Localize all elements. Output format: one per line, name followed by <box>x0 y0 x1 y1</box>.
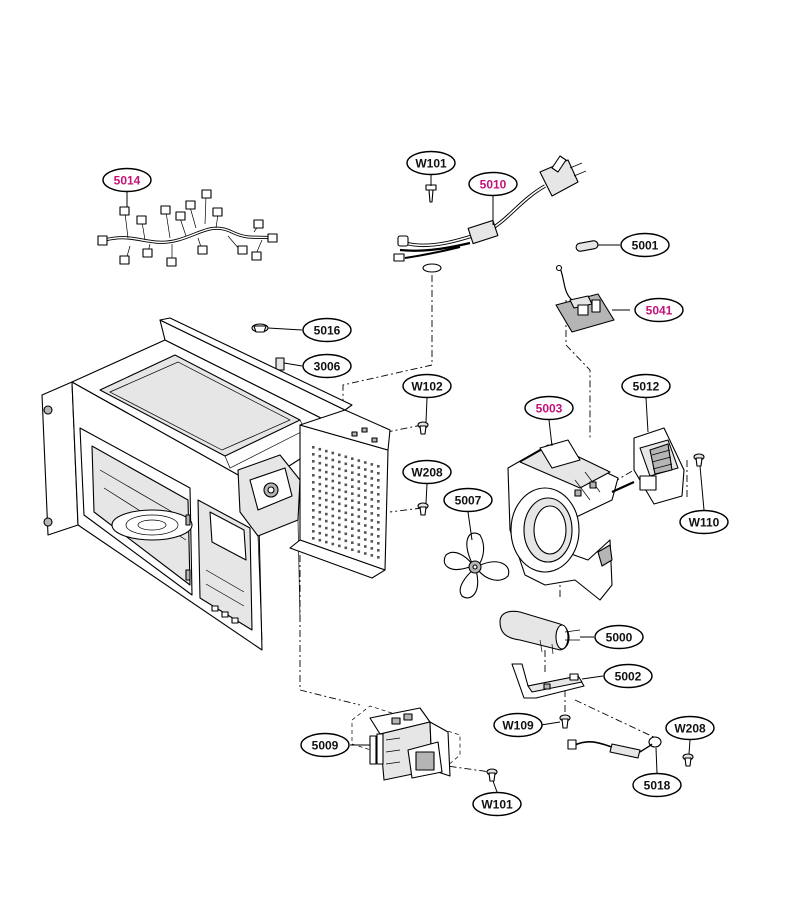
callout-5003: 5003 <box>524 395 574 421</box>
callout-bubble <box>665 715 715 741</box>
callout-5041: 5041 <box>634 297 684 323</box>
callout-text: 5018 <box>644 779 671 793</box>
callout-text: 3006 <box>314 360 341 374</box>
callout-bubble <box>472 791 522 817</box>
callout-text: W101 <box>415 157 447 171</box>
callout-bubble <box>300 732 350 758</box>
capacitor-5000 <box>499 610 581 655</box>
callout-bubble <box>402 459 452 485</box>
callout-text: 5014 <box>114 174 141 188</box>
callout-5010: 5010 <box>468 171 518 197</box>
callout-bubble <box>524 395 574 421</box>
callout-5018: 5018 <box>632 772 682 798</box>
callout-bubble <box>634 297 684 323</box>
callout-W208-low: W208 <box>665 715 715 741</box>
callout-text: 5041 <box>646 304 673 318</box>
callout-bubble <box>620 232 670 258</box>
callout-bubble <box>302 317 352 343</box>
vent-holes <box>312 446 380 559</box>
callout-bubble <box>621 373 671 399</box>
callout-text: W110 <box>689 516 720 530</box>
callout-5014: 5014 <box>102 167 152 193</box>
callout-W102: W102 <box>402 373 452 399</box>
callout-5000: 5000 <box>594 624 644 650</box>
oven-cavity-chassis <box>41 317 391 651</box>
callout-labels: 5014W10150105001504150163006W10250035012… <box>102 150 729 817</box>
leader-lines <box>126 175 705 793</box>
callout-text: W102 <box>411 380 443 394</box>
thermal-cutout-5016 <box>251 323 269 333</box>
callout-text: 5012 <box>633 380 660 394</box>
callout-bubble <box>302 353 352 379</box>
screw-w208-mid-icon <box>417 502 429 516</box>
power-cord-5010 <box>393 155 587 273</box>
callout-W208-mid: W208 <box>402 459 452 485</box>
callout-5012: 5012 <box>621 373 671 399</box>
callout-bubble <box>603 663 653 689</box>
callout-bubble <box>594 624 644 650</box>
callout-W109: W109 <box>493 712 543 738</box>
fan-blade-5007 <box>443 532 510 599</box>
callout-text: W109 <box>502 719 534 733</box>
noise-filter-board-5041 <box>555 264 615 333</box>
callout-W101-bottom: W101 <box>472 791 522 817</box>
high-voltage-transformer-5012 <box>611 427 685 505</box>
callout-text: 5009 <box>312 739 339 753</box>
callout-text: 5001 <box>632 239 659 253</box>
callout-bubble <box>102 167 152 193</box>
micro-switch-3006 <box>275 357 285 371</box>
callout-text: 5000 <box>606 631 633 645</box>
callout-text: 5002 <box>615 670 642 684</box>
screw-w102-icon <box>417 421 429 435</box>
callout-bubble <box>402 373 452 399</box>
fuse-5001 <box>575 240 599 252</box>
magnetron-5009 <box>351 705 461 781</box>
callout-5009: 5009 <box>300 732 350 758</box>
callout-5016: 5016 <box>302 317 352 343</box>
screw-w208-low-icon <box>682 753 694 767</box>
callout-W110: W110 <box>679 509 729 535</box>
callout-W101-top: W101 <box>406 150 456 176</box>
callout-3006: 3006 <box>302 353 352 379</box>
callout-bubble <box>679 509 729 535</box>
screw-w101-top-icon <box>425 184 437 203</box>
callout-5007: 5007 <box>443 487 493 513</box>
callout-text: 5016 <box>314 324 341 338</box>
callout-bubble <box>493 712 543 738</box>
callout-5002: 5002 <box>603 663 653 689</box>
capacitor-bracket-5002 <box>511 663 585 699</box>
hv-diode-5018 <box>567 736 662 759</box>
wire-harness-5014 <box>97 189 278 267</box>
screw-w110-icon <box>693 453 705 467</box>
callout-text: W101 <box>481 798 513 812</box>
callout-5001: 5001 <box>620 232 670 258</box>
callout-text: 5007 <box>455 494 482 508</box>
callout-bubble <box>406 150 456 176</box>
callout-text: 5003 <box>536 402 563 416</box>
callout-bubble <box>632 772 682 798</box>
callout-text: W208 <box>411 466 443 480</box>
callout-text: 5010 <box>480 178 507 192</box>
callout-text: W208 <box>674 722 706 736</box>
screw-w101-bottom-icon <box>486 768 498 782</box>
callout-bubble <box>468 171 518 197</box>
callout-bubble <box>443 487 493 513</box>
screw-w109-icon <box>559 714 571 729</box>
fan-bracket-5003 <box>507 439 619 601</box>
